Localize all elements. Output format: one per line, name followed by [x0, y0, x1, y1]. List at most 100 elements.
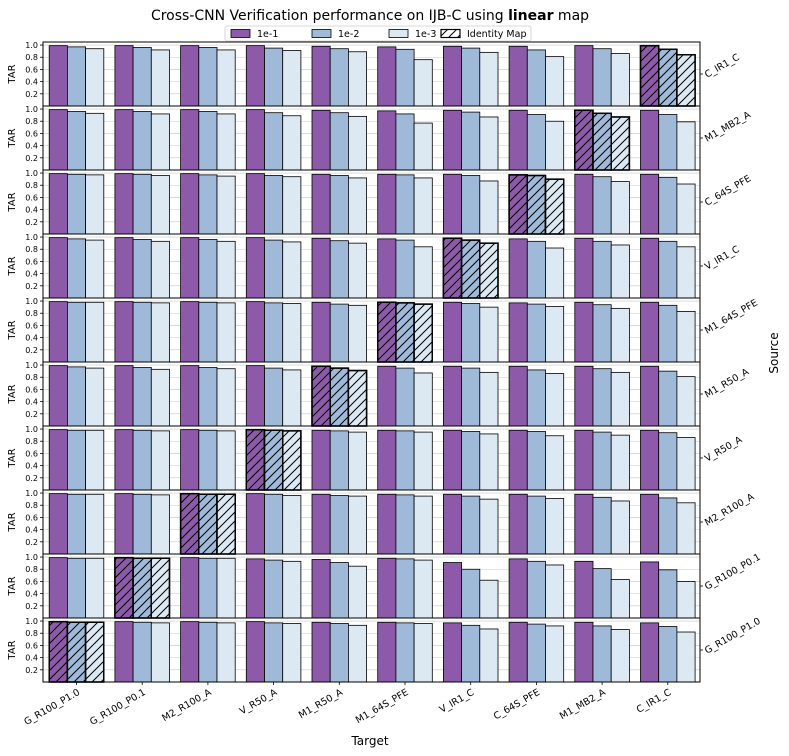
bar-V_R50_A-M1_MB2_A-1e-1	[574, 429, 594, 491]
bar-C_IR1_C-M1_R50_A-1e-2	[329, 48, 349, 107]
bar-M1_MB2_A-C_64S_PFE-1e-3	[545, 120, 565, 171]
bar-M1_MB2_A-M2_R100_A-1e-3	[216, 113, 236, 171]
bar-V_R50_A-C_64S_PFE-1e-3	[545, 435, 565, 491]
bar-M2_R100_A-M1_64S_PFE-1e-3	[413, 495, 433, 555]
bar-V_R50_A-C_64S_PFE-1e-1	[508, 429, 528, 491]
bar-G_R100_P0.1-M1_64S_PFE-1e-3	[413, 559, 433, 619]
bar-M1_64S_PFE-M1_MB2_A-1e-1	[574, 301, 594, 363]
bar-M1_R50_A-G_R100_P0.1-1e-2	[132, 367, 152, 427]
y-tick-label: 0.6	[25, 65, 38, 74]
bar-G_R100_P1.0-M1_64S_PFE-1e-2	[395, 622, 415, 683]
x-tick-label: C_64S_PFE	[492, 687, 542, 722]
bar-G_R100_P0.1-G_R100_P1.0-1e-1	[48, 557, 68, 619]
bar-M1_MB2_A-M2_R100_A-1e-2	[198, 111, 218, 171]
bar-M1_64S_PFE-C_IR1_C-1e-3	[676, 311, 696, 363]
y-tick-label: 0.6	[25, 193, 38, 202]
bar-G_R100_P0.1-C_IR1_C-1e-2	[658, 569, 678, 619]
bar-M1_64S_PFE-M1_MB2_A-1e-3	[610, 307, 630, 363]
bar-C_64S_PFE-G_R100_P1.0-1e-1	[48, 173, 68, 235]
bar-C_IR1_C-G_R100_P0.1-1e-1	[114, 45, 134, 107]
bar-M1_64S_PFE-V_R50_A-1e-3	[282, 303, 302, 363]
y-tick-label: 0.4	[25, 398, 38, 407]
y-tick-label: 0.8	[25, 629, 38, 638]
bar-G_R100_P0.1-M1_MB2_A-1e-2	[592, 568, 612, 619]
bar-G_R100_P1.0-V_IR1_C-1e-2	[461, 624, 481, 683]
y-tick-label: 0.4	[25, 270, 38, 279]
bar-V_R50_A-C_IR1_C-1e-2	[658, 432, 678, 491]
bar-C_IR1_C-V_IR1_C-1e-3	[479, 51, 499, 107]
bar-C_64S_PFE-C_IR1_C-1e-3	[676, 183, 696, 235]
bar-V_IR1_C-C_IR1_C-1e-3	[676, 246, 696, 299]
bar-G_R100_P1.0-M1_MB2_A-1e-1	[574, 621, 594, 683]
y-tick-label: 0.4	[25, 206, 38, 215]
bar-V_R50_A-M2_R100_A-1e-1	[180, 429, 200, 491]
bar-M1_R50_A-G_R100_P0.1-1e-3	[150, 368, 170, 427]
bar-M1_MB2_A-V_R50_A-1e-1	[245, 109, 265, 171]
bar-C_64S_PFE-G_R100_P0.1-1e-2	[132, 173, 152, 235]
bar-C_64S_PFE-V_R50_A-1e-3	[282, 176, 302, 235]
bar-V_R50_A-M1_MB2_A-1e-2	[592, 431, 612, 491]
bar-G_R100_P0.1-M1_R50_A-1e-1	[311, 559, 331, 619]
bar-G_R100_P0.1-M2_R100_A-1e-3	[216, 557, 236, 619]
bar-C_IR1_C-G_R100_P1.0-1e-1	[48, 45, 68, 107]
bar-V_IR1_C-C_64S_PFE-1e-1	[508, 238, 528, 299]
bar-M1_R50_A-G_R100_P1.0-1e-1	[48, 365, 68, 427]
identity-hatch	[179, 492, 200, 555]
legend-swatch-1e-1	[230, 29, 251, 38]
x-tick-label: M1_R50_A	[297, 687, 345, 721]
bar-C_IR1_C-M1_64S_PFE-1e-2	[395, 48, 415, 107]
bar-C_64S_PFE-V_IR1_C-1e-3	[479, 180, 499, 235]
bar-M1_64S_PFE-M2_R100_A-1e-3	[216, 302, 236, 363]
bar-M1_MB2_A-M1_64S_PFE-1e-2	[395, 113, 415, 171]
bar-M1_64S_PFE-C_IR1_C-1e-1	[640, 301, 660, 363]
bar-M1_64S_PFE-C_64S_PFE-1e-1	[508, 302, 528, 363]
bar-V_R50_A-M1_R50_A-1e-2	[329, 430, 349, 491]
y-tick-label: 0.8	[25, 53, 38, 62]
bar-C_IR1_C-C_64S_PFE-1e-2	[526, 49, 546, 107]
bar-M1_64S_PFE-G_R100_P1.0-1e-3	[85, 301, 105, 363]
identity-hatch	[377, 301, 397, 363]
bar-G_R100_P0.1-C_IR1_C-1e-1	[640, 561, 660, 619]
bar-C_64S_PFE-M1_R50_A-1e-2	[329, 175, 349, 235]
identity-hatch	[508, 174, 529, 235]
bar-C_64S_PFE-M1_64S_PFE-1e-1	[377, 173, 397, 235]
bar-M1_R50_A-V_IR1_C-1e-1	[442, 365, 462, 427]
bar-M1_64S_PFE-C_64S_PFE-1e-3	[545, 306, 565, 363]
y-tick-label: 1.0	[25, 553, 38, 562]
bar-M2_R100_A-M1_MB2_A-1e-1	[574, 493, 594, 555]
bar-V_IR1_C-M2_R100_A-1e-3	[216, 240, 236, 299]
source-label: M1_R50_A	[703, 366, 751, 400]
bar-M1_64S_PFE-G_R100_P1.0-1e-2	[67, 301, 87, 363]
bar-G_R100_P1.0-M2_R100_A-1e-2	[198, 621, 218, 683]
y-tick-label: 0.8	[25, 117, 38, 126]
bar-M1_MB2_A-M1_64S_PFE-1e-1	[377, 110, 397, 171]
bar-C_64S_PFE-M2_R100_A-1e-2	[198, 174, 218, 235]
bar-G_R100_P1.0-G_R100_P0.1-1e-1	[114, 621, 134, 683]
bar-M1_MB2_A-C_IR1_C-1e-1	[640, 109, 660, 171]
bar-M1_R50_A-M1_MB2_A-1e-3	[610, 371, 630, 427]
bar-G_R100_P1.0-V_R50_A-1e-1	[245, 621, 265, 683]
bar-G_R100_P0.1-G_R100_P1.0-1e-2	[67, 557, 87, 619]
identity-hatch	[282, 430, 302, 491]
bar-M1_R50_A-M1_MB2_A-1e-2	[592, 368, 612, 427]
bar-C_64S_PFE-V_R50_A-1e-1	[245, 173, 265, 235]
bar-C_64S_PFE-M1_MB2_A-1e-1	[574, 173, 594, 235]
bar-M1_R50_A-G_R100_P0.1-1e-1	[114, 365, 134, 427]
bar-V_IR1_C-M1_64S_PFE-1e-3	[413, 246, 433, 299]
bar-M1_R50_A-C_IR1_C-1e-2	[658, 370, 678, 427]
bar-C_IR1_C-M1_R50_A-1e-3	[347, 51, 367, 107]
identity-hatch	[658, 48, 678, 107]
y-tick-label: 0.2	[25, 410, 38, 419]
y-tick-label: 1.0	[25, 169, 38, 178]
bar-V_IR1_C-G_R100_P1.0-1e-2	[67, 238, 87, 299]
identity-hatch	[592, 112, 612, 171]
x-tick-label: V_IR1_C	[438, 687, 477, 716]
legend-label-1e-3: 1e-3	[415, 29, 436, 40]
bar-M1_MB2_A-G_R100_P0.1-1e-1	[114, 109, 134, 171]
identity-hatch	[610, 116, 631, 171]
bar-V_R50_A-M1_64S_PFE-1e-1	[377, 429, 397, 491]
bar-M1_64S_PFE-V_IR1_C-1e-3	[479, 306, 499, 363]
y-tick-label: 0.2	[25, 538, 38, 547]
